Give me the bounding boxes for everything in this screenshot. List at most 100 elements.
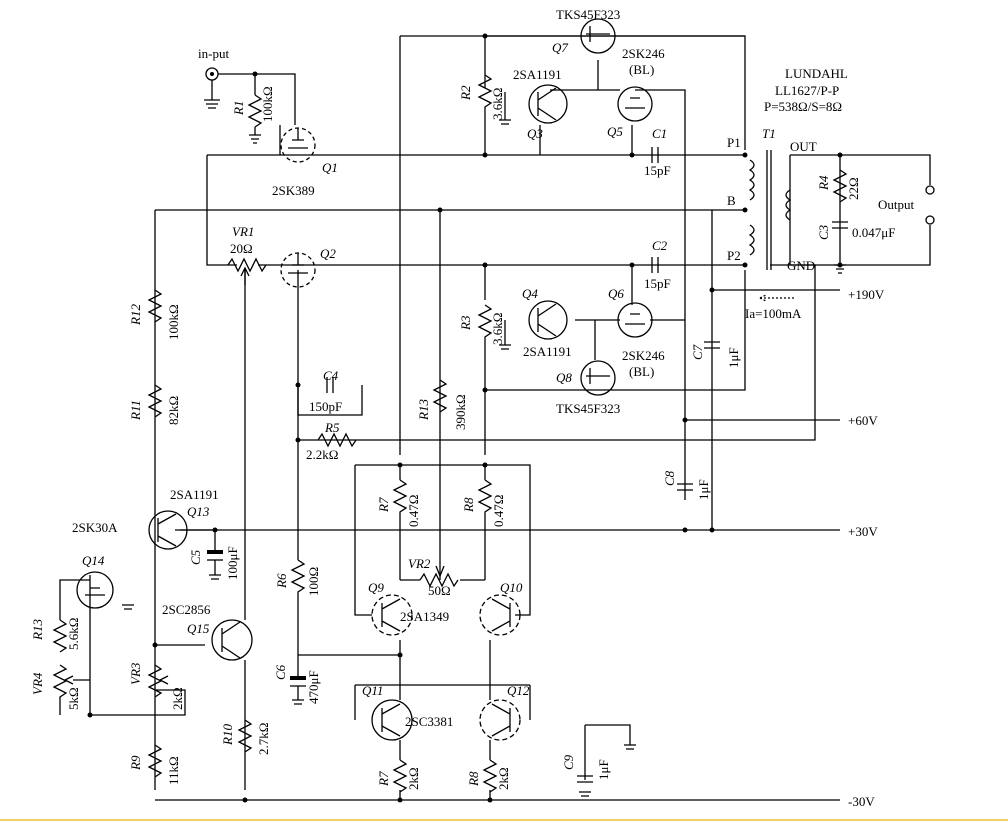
c4-ref: C4 — [323, 368, 339, 383]
r5-ref: R5 — [324, 420, 340, 435]
r11-ref: R11 — [128, 400, 143, 421]
r13-ref: R13 — [416, 399, 431, 421]
r2-value: 3.6kΩ — [490, 88, 505, 120]
vr2-value: 50Ω — [428, 583, 451, 598]
q15-type: 2SC2856 — [162, 602, 211, 617]
r3-value: 3.6kΩ — [490, 313, 505, 345]
b-label: B — [727, 193, 736, 208]
c9-ref: C9 — [561, 754, 576, 770]
c2-symbol — [651, 257, 659, 273]
capacitor-symbols — [207, 147, 848, 783]
q10-ref: Q10 — [500, 580, 523, 595]
r1-value: 100kΩ — [260, 86, 275, 122]
transformer-brand: LUNDAHL — [785, 66, 848, 81]
q7-ref: Q7 — [552, 40, 568, 55]
q12-ref: Q12 — [507, 683, 530, 698]
q8-type: TKS45F323 — [556, 401, 620, 416]
q12-symbol — [479, 699, 521, 741]
vr1-symbol — [227, 257, 267, 273]
q15-symbol — [211, 619, 253, 661]
r4-symbol — [832, 169, 848, 203]
r9-ref: R9 — [128, 755, 143, 771]
vr3-ref: VR3 — [128, 662, 143, 685]
vr3-value: 2kΩ — [170, 687, 185, 710]
c1-value: 15pF — [644, 163, 671, 178]
c1-ref: C1 — [652, 126, 667, 141]
q4-ref: Q4 — [522, 286, 538, 301]
r13b-ref: R13 — [30, 619, 45, 641]
r10-symbol — [237, 719, 253, 753]
r12-ref: R12 — [128, 304, 143, 326]
q5-type: 2SK246 — [622, 46, 665, 61]
r5-symbol — [317, 432, 357, 448]
c4-symbol — [326, 377, 334, 393]
q4-symbol — [528, 300, 568, 340]
ground-symbols — [122, 99, 846, 797]
gnd-label: GND — [787, 258, 815, 273]
r13-value: 390kΩ — [453, 394, 468, 430]
ia-label: Ia=100mA — [745, 306, 802, 321]
q8-symbol — [580, 360, 616, 396]
r13-symbol — [432, 379, 448, 413]
q6-symbol — [617, 302, 653, 338]
r6-symbol — [290, 559, 306, 600]
c6-symbol — [290, 676, 306, 680]
r8-symbol — [477, 479, 493, 520]
r5-value: 2.2kΩ — [306, 447, 338, 462]
r11-value: 82kΩ — [166, 396, 181, 425]
r11-symbol — [147, 384, 163, 418]
r13b-value: 5.6kΩ — [66, 618, 81, 650]
c2-ref: C2 — [652, 238, 668, 253]
transformer-impedance: P=538Ω/S=8Ω — [764, 99, 842, 114]
vr1-value: 20Ω — [230, 241, 253, 256]
c5-ref: C5 — [188, 549, 203, 565]
r2-symbol — [477, 74, 493, 112]
wiring — [59, 35, 931, 801]
q11-ref: Q11 — [362, 683, 383, 698]
r7-ref: R7 — [376, 497, 391, 513]
r7-symbol — [392, 479, 408, 520]
c3-ref: C3 — [816, 224, 831, 240]
r7-value: 0.47Ω — [406, 495, 421, 527]
c4-value: 150pF — [309, 399, 342, 414]
c6-value: 470μF — [306, 670, 321, 704]
r10-value: 2.7kΩ — [256, 723, 271, 755]
q14-ref: Q14 — [82, 553, 105, 568]
r2-ref: R2 — [458, 85, 473, 101]
r8b-symbol — [482, 759, 498, 793]
r4-ref: R4 — [816, 175, 831, 191]
t1-label: T1 — [762, 126, 776, 141]
c6-ref: C6 — [273, 664, 288, 680]
q9-ref: Q9 — [368, 580, 384, 595]
q14-symbol — [76, 571, 114, 609]
junction-dots — [87, 33, 843, 803]
c2-value: 15pF — [644, 276, 671, 291]
r8-value: 0.47Ω — [491, 495, 506, 527]
r3-symbol — [477, 304, 493, 345]
q9-symbol — [371, 594, 413, 636]
q2-ref: Q2 — [320, 246, 336, 261]
r12-symbol — [147, 289, 163, 323]
q10-symbol — [479, 594, 521, 636]
terminals — [205, 67, 935, 302]
q9-10-type: 2SA1349 — [400, 609, 449, 624]
c7-value: 1μF — [726, 347, 741, 368]
r1-symbol — [247, 94, 263, 128]
resistor-symbols — [52, 74, 848, 793]
rail-190-label: +190V — [848, 287, 885, 302]
vr1-ref: VR1 — [232, 224, 254, 239]
transformer-model: LL1627/P-P — [775, 83, 839, 98]
output-terminal-bottom — [925, 215, 935, 225]
q6-ref: Q6 — [608, 286, 624, 301]
c5-symbol — [207, 550, 223, 554]
q11-12-type: 2SC3381 — [405, 714, 453, 729]
r6-value: 100Ω — [306, 567, 321, 596]
q15-ref: Q15 — [187, 621, 210, 636]
vr4-value: 5kΩ — [66, 687, 81, 710]
out-label: OUT — [790, 139, 817, 154]
q5-grade: (BL) — [629, 62, 654, 77]
r1-ref: R1 — [231, 101, 246, 116]
output-terminal-top — [925, 185, 935, 195]
q13-ref: Q13 — [187, 504, 210, 519]
